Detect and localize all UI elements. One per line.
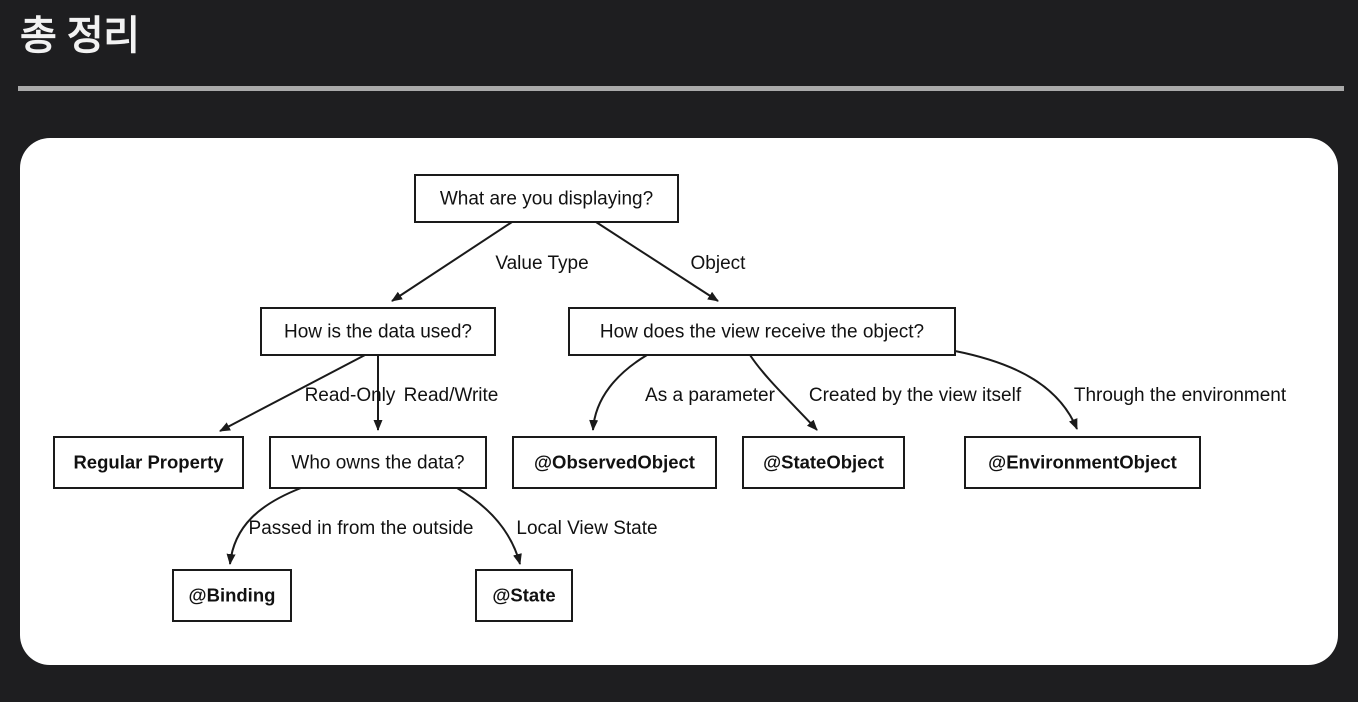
- node-who-owns-the-data-label: Who owns the data?: [291, 453, 464, 474]
- edge-label-created-by-view: Created by the view itself: [809, 385, 1022, 406]
- diagram-card: Value Type Object Read-Only Read/Write A…: [20, 138, 1338, 665]
- node-how-is-data-used[interactable]: How is the data used?: [260, 307, 496, 356]
- node-binding[interactable]: @Binding: [172, 569, 292, 622]
- node-state[interactable]: @State: [475, 569, 573, 622]
- edge-label-group: Value Type Object Read-Only Read/Write A…: [249, 253, 1287, 539]
- node-binding-label: @Binding: [189, 584, 276, 605]
- edge-group: [219, 221, 1078, 565]
- node-how-is-data-used-box[interactable]: [260, 307, 496, 356]
- edge-view-recv-to-observed: [589, 354, 648, 431]
- node-observed-object-box[interactable]: [512, 436, 717, 489]
- node-observed-object-label: @ObservedObject: [534, 451, 695, 472]
- edge-who-owns-to-binding: [226, 487, 302, 565]
- edge-label-as-a-parameter: As a parameter: [645, 385, 776, 406]
- edge-label-read-write: Read/Write: [404, 385, 499, 406]
- node-binding-box[interactable]: [172, 569, 292, 622]
- node-who-owns-the-data[interactable]: Who owns the data?: [269, 436, 487, 489]
- node-root-box[interactable]: [414, 174, 679, 223]
- edge-label-object: Object: [691, 253, 747, 274]
- node-root[interactable]: What are you displaying?: [414, 174, 679, 223]
- node-how-is-data-used-label: How is the data used?: [284, 322, 472, 343]
- edge-label-local-view-state: Local View State: [516, 518, 657, 539]
- node-root-label: What are you displaying?: [440, 189, 653, 210]
- edge-label-read-only: Read-Only: [305, 385, 396, 406]
- node-environment-object[interactable]: @EnvironmentObject: [964, 436, 1201, 489]
- node-state-object-label: @StateObject: [763, 451, 884, 472]
- node-observed-object[interactable]: @ObservedObject: [512, 436, 717, 489]
- node-state-box[interactable]: [475, 569, 573, 622]
- node-regular-property-label: Regular Property: [73, 451, 224, 472]
- node-regular-property-box[interactable]: [53, 436, 244, 489]
- node-environment-object-box[interactable]: [964, 436, 1201, 489]
- node-state-object-box[interactable]: [742, 436, 905, 489]
- decision-tree-diagram: Value Type Object Read-Only Read/Write A…: [53, 174, 1287, 622]
- edge-who-owns-to-state: [456, 487, 522, 565]
- edge-view-recv-to-envobj: [954, 350, 1078, 430]
- node-how-view-receives-object[interactable]: How does the view receive the object?: [568, 307, 956, 356]
- node-environment-object-label: @EnvironmentObject: [988, 451, 1177, 472]
- edge-data-used-to-regular: [219, 354, 366, 432]
- node-how-view-receives-object-label: How does the view receive the object?: [600, 322, 924, 343]
- edge-root-to-view-recv: [595, 221, 719, 302]
- node-state-label: @State: [492, 584, 555, 605]
- edge-label-value-type: Value Type: [495, 253, 588, 274]
- title-divider: [18, 86, 1344, 91]
- node-how-view-receives-object-box[interactable]: [568, 307, 956, 356]
- edge-view-recv-to-stateobj: [749, 354, 818, 431]
- node-regular-property[interactable]: Regular Property: [53, 436, 244, 489]
- page-title: 총 정리: [20, 14, 140, 58]
- node-who-owns-the-data-box[interactable]: [269, 436, 487, 489]
- node-state-object[interactable]: @StateObject: [742, 436, 905, 489]
- edge-root-to-data-used: [391, 221, 513, 302]
- edge-label-passed-in-outside: Passed in from the outside: [249, 518, 474, 539]
- edge-label-through-environment: Through the environment: [1074, 385, 1287, 406]
